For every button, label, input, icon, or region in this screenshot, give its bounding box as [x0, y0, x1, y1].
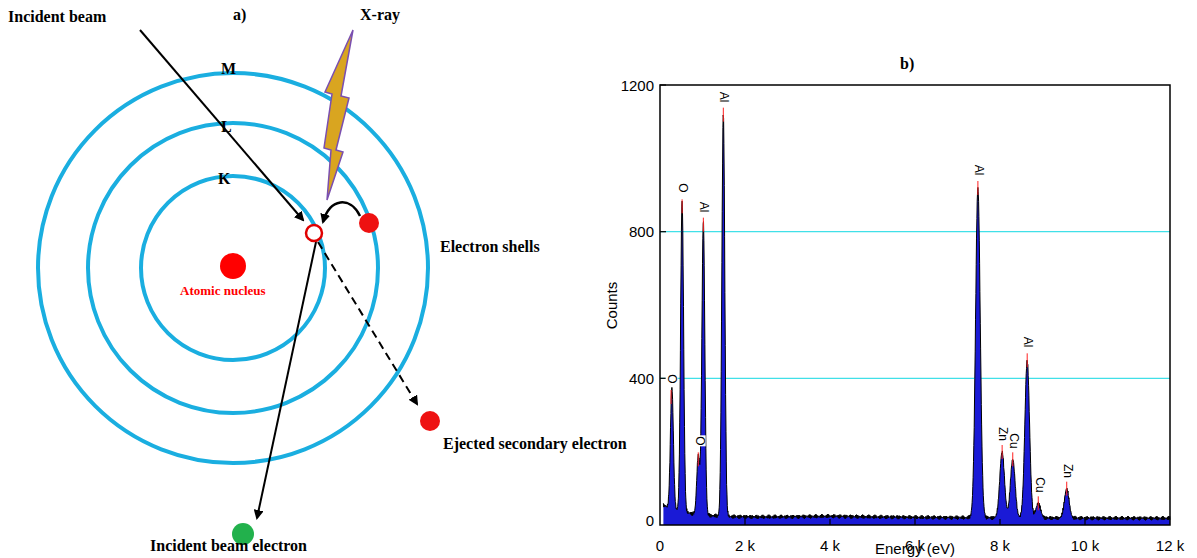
- peak-marker: [1038, 496, 1039, 510]
- peak-marker: [977, 181, 978, 195]
- peak-marker: [1002, 445, 1003, 459]
- diagram-label: M: [221, 60, 236, 78]
- incident-beam-arrow: [140, 30, 303, 220]
- spectrum-fill: [663, 115, 1170, 525]
- peak-label: O: [693, 436, 705, 447]
- secondary-electron-arrow: [318, 242, 417, 404]
- plot-frame: [660, 85, 1170, 525]
- axis-label: 4 k: [820, 537, 840, 554]
- axis-label: 2 k: [735, 537, 755, 554]
- peak-marker: [1027, 353, 1028, 367]
- scattered-beam-arrow: [257, 242, 316, 518]
- diagram-label: X-ray: [360, 6, 400, 24]
- axis-label: 0: [646, 512, 654, 529]
- diagram-label: Atomic nucleus: [180, 283, 266, 299]
- peak-marker: [723, 108, 724, 122]
- diagram-label: Incident beam: [8, 8, 106, 26]
- peak-label: Al: [718, 90, 730, 103]
- diagram-label: Electron shells: [440, 238, 540, 256]
- axis-label: Counts: [604, 281, 621, 329]
- m-shell: [38, 73, 428, 463]
- diagram-label: Incident beam electron: [150, 537, 307, 555]
- peak-label: Cu: [1033, 477, 1045, 494]
- peak-label: Al: [698, 200, 710, 213]
- axis-label: 400: [629, 370, 654, 387]
- transition-arrow: [323, 202, 360, 222]
- l-electron: [359, 213, 379, 233]
- grid-line: [660, 378, 1170, 379]
- peak-label: O: [677, 183, 689, 194]
- axis-label: 10 k: [1071, 537, 1099, 554]
- peak-markers: [671, 108, 1067, 511]
- axis-ticks: [660, 85, 1085, 525]
- axis-label: 1200: [621, 77, 654, 94]
- axis-label: Energy (eV): [875, 540, 955, 557]
- vacancy: [306, 225, 322, 241]
- peak-label: Zn: [1062, 463, 1074, 479]
- axis-label: 12 k: [1156, 537, 1184, 554]
- peak-marker: [682, 199, 683, 213]
- diagram-label: b): [900, 55, 914, 73]
- grid-line: [660, 231, 1170, 232]
- peak-label: Al: [1022, 336, 1034, 349]
- peak-label: O: [666, 373, 678, 384]
- secondary-electron: [420, 411, 440, 431]
- peak-label: Cu: [1008, 433, 1020, 450]
- diagram-label: Ejected secondary electron: [443, 434, 633, 454]
- diagram-label: K: [218, 170, 230, 188]
- peak-marker: [671, 390, 672, 404]
- peak-label: Al: [973, 164, 985, 177]
- diagram-label: a): [233, 6, 246, 24]
- peak-marker: [1066, 482, 1067, 496]
- peak-marker: [698, 452, 699, 466]
- axis-label: 8 k: [990, 537, 1010, 554]
- x-ray-bolt: [324, 30, 353, 200]
- diagram-label: L: [221, 118, 232, 136]
- atomic-nucleus: [220, 253, 246, 279]
- peak-marker: [703, 218, 704, 232]
- axis-label: 800: [629, 223, 654, 240]
- axis-label: 0: [656, 537, 664, 554]
- peak-marker: [1012, 452, 1013, 466]
- spectrum-line: [663, 115, 1170, 520]
